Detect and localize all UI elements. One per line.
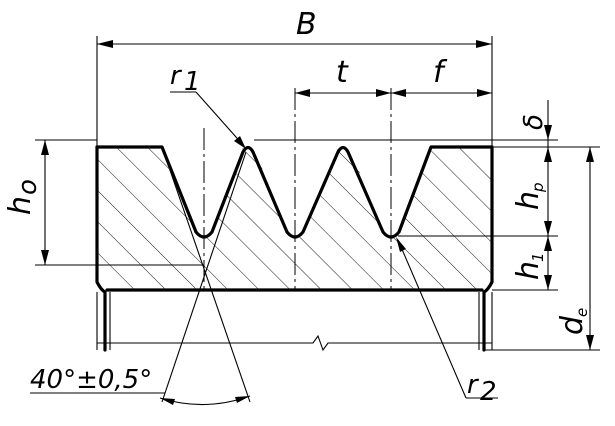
width-dimension: B <box>96 7 493 147</box>
right-dimensions: δ h p h 1 d e <box>254 100 600 351</box>
break-line <box>97 334 492 352</box>
offset-label: δ <box>519 114 549 130</box>
outer-diameter-label: d <box>555 315 590 335</box>
groove-height-label: h <box>3 196 38 215</box>
top-radius-callout: r 1 <box>170 61 246 149</box>
groove-angle-dimension: 40°±0,5° <box>30 146 251 406</box>
top-radius-letter: r <box>170 61 183 91</box>
bottom-radius-letter: r <box>467 370 480 400</box>
bottom-radius-callout: r 2 <box>396 237 498 407</box>
pitch-label: t <box>336 55 349 90</box>
base-height-subscript: 1 <box>529 252 547 262</box>
pulley-left-side <box>95 145 107 352</box>
groove-angle-label: 40°±0,5° <box>30 365 152 395</box>
groove-height-dimension: h o <box>3 139 204 266</box>
pitch-dimension: t <box>295 55 391 97</box>
groove-profile-outline <box>95 145 494 352</box>
top-radius-index: 1 <box>184 67 201 97</box>
groove-height-subscript: o <box>13 179 43 195</box>
width-label: B <box>296 7 317 42</box>
edge-distance-label: f <box>433 55 448 90</box>
edge-distance-dimension: f <box>391 55 492 97</box>
bottom-radius-index: 2 <box>480 377 497 407</box>
outer-diameter-subscript: e <box>573 308 591 317</box>
base-height-label: h <box>511 261 546 280</box>
profile-height-label: h <box>511 191 546 210</box>
profile-height-subscript: p <box>529 182 547 193</box>
